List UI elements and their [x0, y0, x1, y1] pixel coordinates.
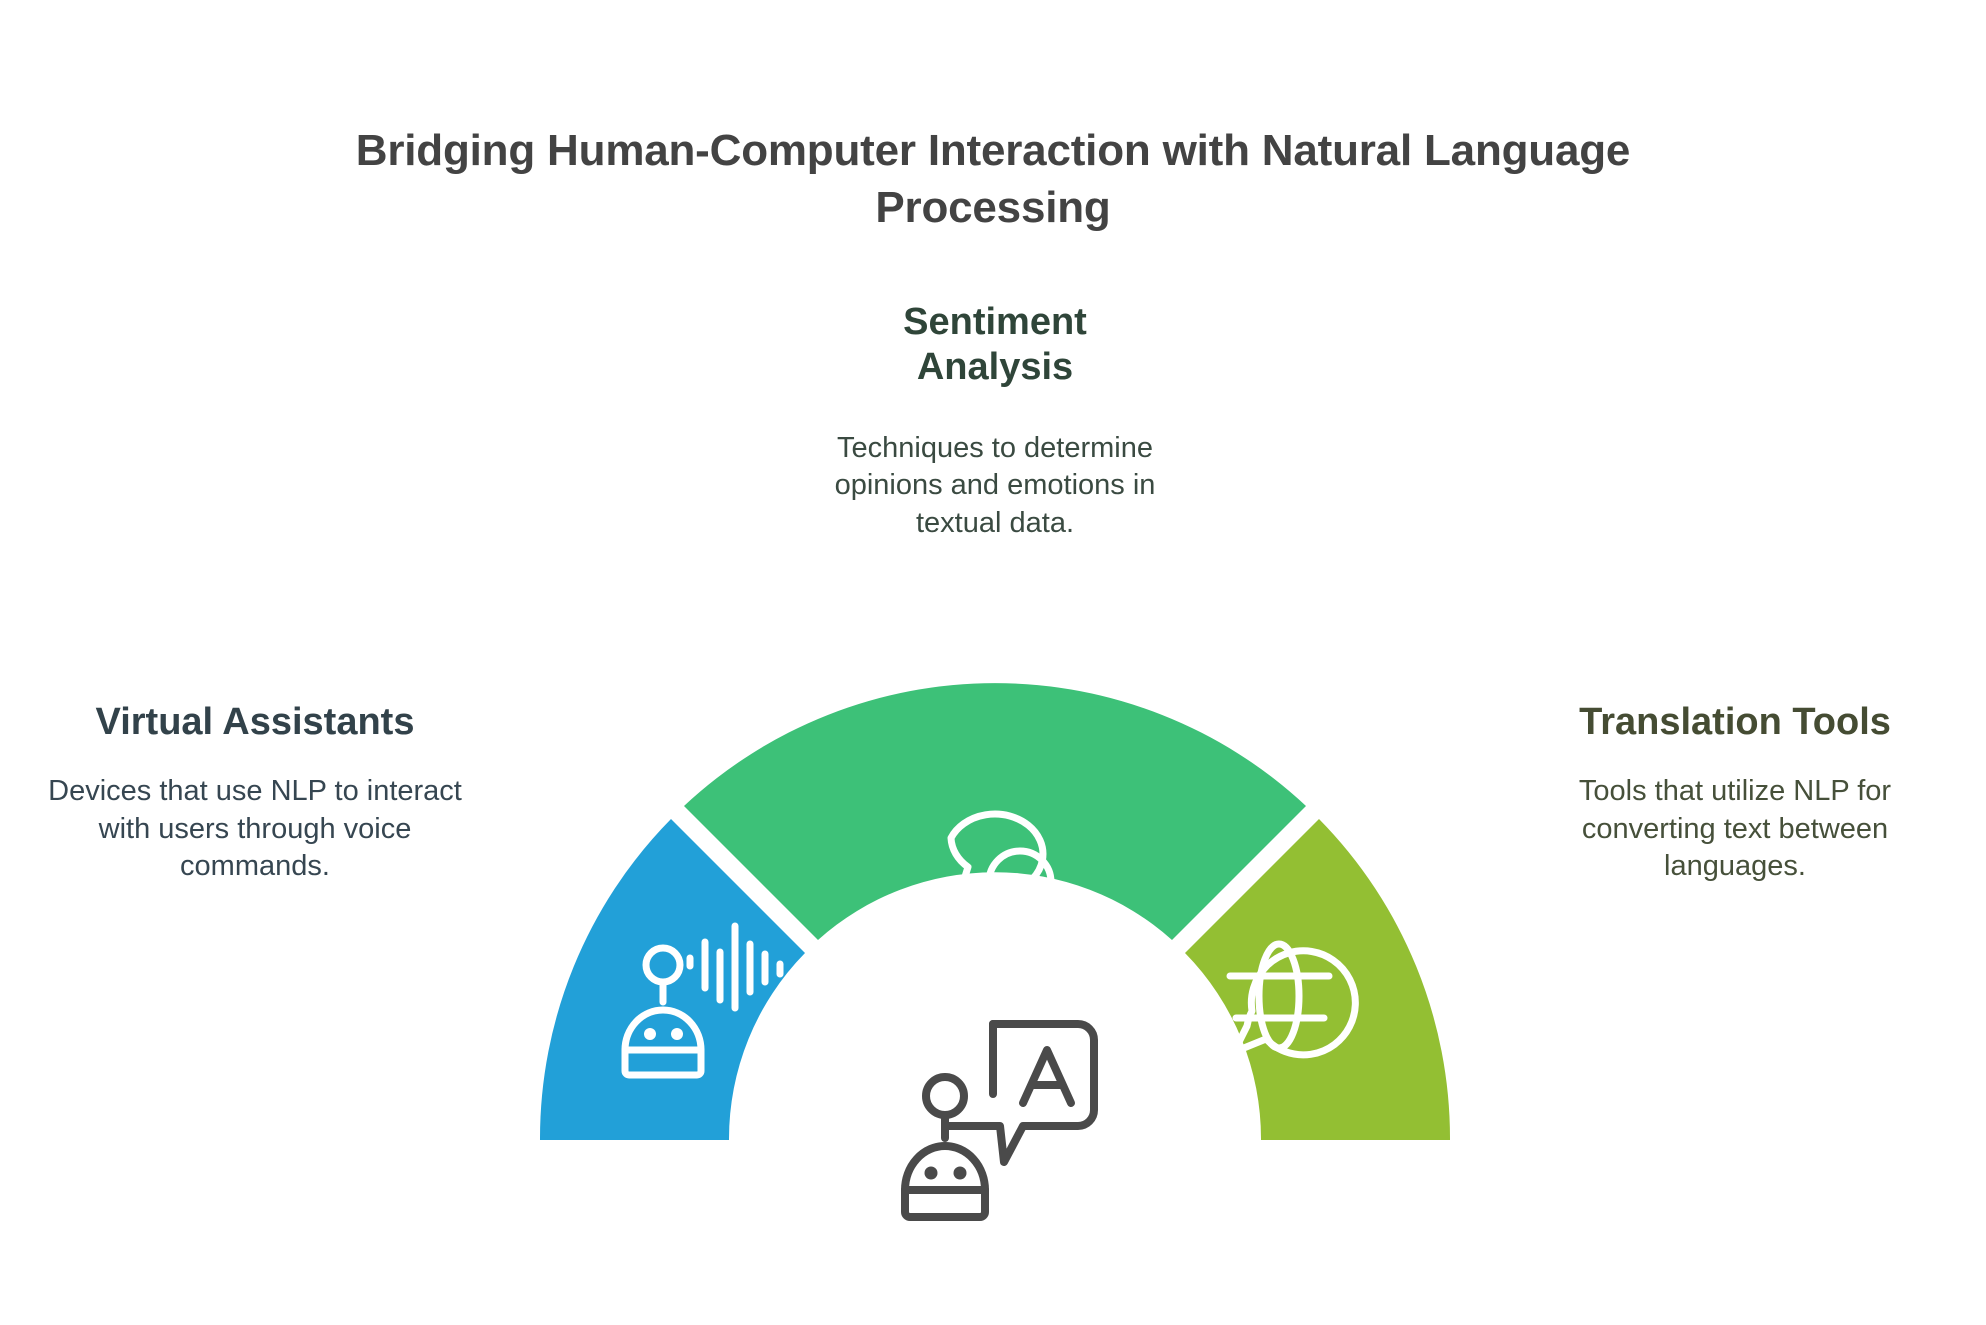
node-translation-tools-body: Tools that utilize NLP for converting te…: [1578, 774, 1892, 883]
robot-voice-waveform-icon: [621, 922, 784, 1079]
node-virtual-assistants: Virtual Assistants Devices that use NLP …: [30, 700, 480, 886]
segment-translation-tools[interactable]: [1185, 819, 1451, 1140]
node-sentiment-analysis-body: Techniques to determine opinions and emo…: [834, 431, 1156, 540]
segment-virtual-assistants[interactable]: [539, 819, 805, 1140]
segment-sentiment-analysis[interactable]: [684, 683, 1306, 940]
robot-translate-bubble-icon: [901, 1020, 1098, 1221]
speech-bubble-magnifier-icon: [947, 810, 1066, 928]
node-virtual-assistants-body: Devices that use NLP to interact with us…: [48, 774, 462, 883]
page-title: Bridging Human-Computer Interaction with…: [355, 126, 1631, 233]
node-sentiment-analysis-heading: Sentiment Analysis: [903, 301, 1087, 388]
node-virtual-assistants-heading: Virtual Assistants: [95, 701, 415, 743]
globe-speech-bubble-icon: [1226, 940, 1359, 1059]
node-translation-tools-heading: Translation Tools: [1579, 701, 1891, 743]
node-translation-tools: Translation Tools Tools that utilize NLP…: [1510, 700, 1960, 886]
node-sentiment-analysis: Sentiment Analysis Techniques to determi…: [775, 300, 1215, 543]
